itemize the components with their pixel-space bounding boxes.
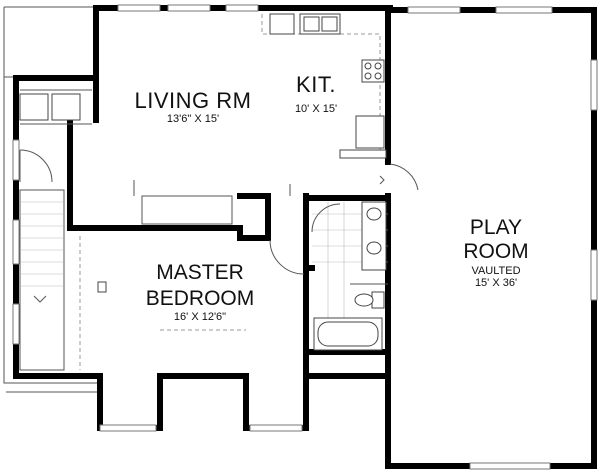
living-room-name: LIVING RM — [135, 88, 252, 113]
door-swing — [19, 149, 53, 183]
window — [469, 462, 551, 470]
room-label-living: LIVING RM 13'6" X 15' — [135, 88, 252, 125]
burner — [374, 62, 382, 70]
window — [590, 59, 598, 111]
window — [167, 4, 211, 12]
window — [225, 4, 259, 12]
room-label-kitchen: KIT. 10' X 15' — [295, 72, 337, 115]
window — [590, 249, 598, 301]
window — [12, 219, 20, 265]
washer — [19, 93, 49, 121]
bathtub-basin — [317, 321, 379, 347]
closet-details — [79, 180, 291, 370]
burner — [374, 72, 382, 80]
room-label-play: PLAY ROOM VAULTED 15' X 36' — [463, 216, 528, 289]
window — [12, 303, 20, 345]
counter — [339, 149, 387, 159]
play-room-door — [379, 163, 419, 191]
master-name-line2: BEDROOM — [146, 287, 255, 310]
refrigerator — [355, 115, 385, 149]
master-name-line1: MASTER — [156, 261, 244, 284]
bedroom-door — [269, 239, 305, 275]
sink-basin — [321, 16, 338, 32]
master-size: 16' X 12'6" — [174, 311, 226, 323]
sink-bowl — [366, 241, 382, 255]
room-label-master: MASTER BEDROOM 16' X 12'6" — [146, 261, 255, 323]
closet-rod — [97, 281, 107, 293]
windows — [12, 4, 598, 470]
laundry-area — [19, 89, 92, 125]
window — [407, 6, 461, 14]
burner — [364, 72, 372, 80]
window — [249, 424, 303, 432]
play-room-size: 15' X 36' — [475, 277, 517, 289]
play-room-note: VAULTED — [471, 265, 520, 277]
window — [117, 4, 161, 12]
window — [99, 424, 157, 432]
living-room-size: 13'6" X 15' — [167, 113, 219, 125]
bathroom — [311, 201, 388, 351]
dryer — [51, 93, 81, 121]
kitchen-size: 10' X 15' — [295, 103, 337, 115]
sink-bowl — [366, 207, 382, 221]
kitchen-name: KIT. — [296, 72, 336, 97]
range — [361, 59, 385, 83]
window — [12, 139, 20, 181]
play-room-name-line1: PLAY — [470, 216, 522, 239]
toilet-bowl — [354, 293, 374, 307]
sink-basin — [303, 16, 320, 32]
window — [495, 6, 553, 14]
staircase — [19, 189, 65, 371]
dishwasher — [269, 13, 295, 35]
burner — [364, 62, 372, 70]
toilet-tank — [371, 291, 385, 309]
kitchen-fixtures — [261, 13, 387, 159]
play-room-name-line2: ROOM — [463, 240, 528, 263]
